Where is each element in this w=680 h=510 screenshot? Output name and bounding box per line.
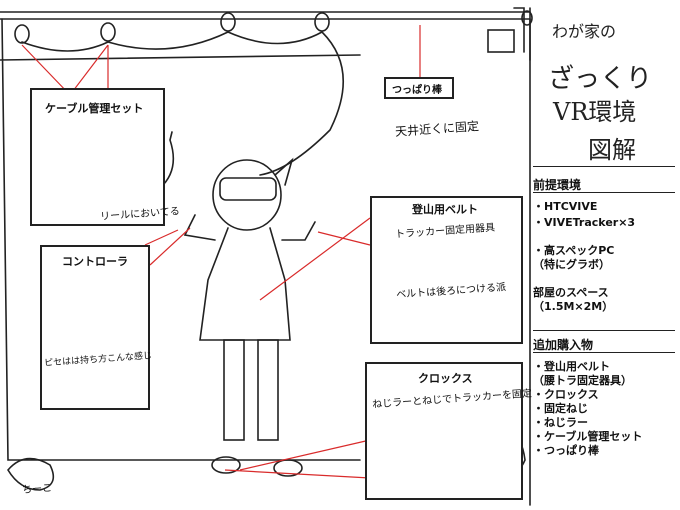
title-line-4: 図解	[588, 136, 636, 164]
signature-doodle	[7, 457, 55, 491]
rod-end-cap	[487, 29, 515, 53]
prereq-item: ・VIVETracker×3	[533, 216, 636, 229]
tension-rod-label: つっぱり棒	[392, 85, 442, 96]
cable-set-panel	[30, 88, 165, 226]
person-figure	[183, 157, 316, 477]
prereq-title: 前提環境	[533, 178, 582, 192]
divider-top	[533, 166, 675, 167]
prereq-item: 部屋のスペース	[533, 286, 609, 299]
prereq-item: ・HTCVIVE	[533, 200, 598, 213]
title-line-3: VR環境	[553, 98, 637, 126]
cable-set-label: ケーブル管理セット	[45, 102, 144, 115]
extra-item: ・登山用ベルト	[533, 360, 610, 373]
crocs-label: クロックス	[418, 372, 473, 385]
extra-list: ・登山用ベルト （腰トラ固定器具） ・クロックス ・固定ねじ ・ねじラー ・ケー…	[533, 360, 642, 458]
extra-item: （腰トラ固定器具）	[533, 374, 632, 387]
prereq-item: （1.5M×2M）	[533, 300, 614, 313]
belt-panel	[370, 196, 523, 344]
title-line-1: わが家の	[552, 22, 617, 41]
tension-rod-line	[0, 11, 531, 20]
controller-panel	[40, 245, 150, 410]
hook-icons	[14, 10, 533, 44]
title-line-2: ざっくり	[548, 64, 653, 94]
divider-extra-bottom	[533, 352, 675, 353]
callout-lines	[21, 25, 421, 479]
signature-text: ちーこ	[21, 482, 53, 497]
extra-item: ・ケーブル管理セット	[533, 430, 643, 443]
extra-title: 追加購入物	[533, 338, 594, 352]
prereq-item: ・高スペックPC	[533, 244, 615, 257]
belt-label: 登山用ベルト	[412, 203, 478, 216]
room-frame	[0, 18, 531, 506]
extra-item: ・つっぱり棒	[533, 444, 599, 457]
cable-line	[21, 31, 345, 176]
controller-label: コントローラ	[62, 255, 128, 268]
divider-extra	[533, 330, 675, 331]
tension-rod-box	[384, 77, 454, 99]
extra-item: ・ねじラー	[533, 416, 588, 429]
prereq-item: （特にグラボ）	[533, 258, 610, 271]
extra-item: ・固定ねじ	[533, 402, 588, 415]
prereq-list: ・HTCVIVE ・VIVETracker×3 ・高スペックPC （特にグラボ）…	[533, 200, 635, 314]
divider-mid	[533, 192, 675, 193]
extra-item: ・クロックス	[533, 388, 599, 401]
crocs-panel	[365, 362, 523, 500]
